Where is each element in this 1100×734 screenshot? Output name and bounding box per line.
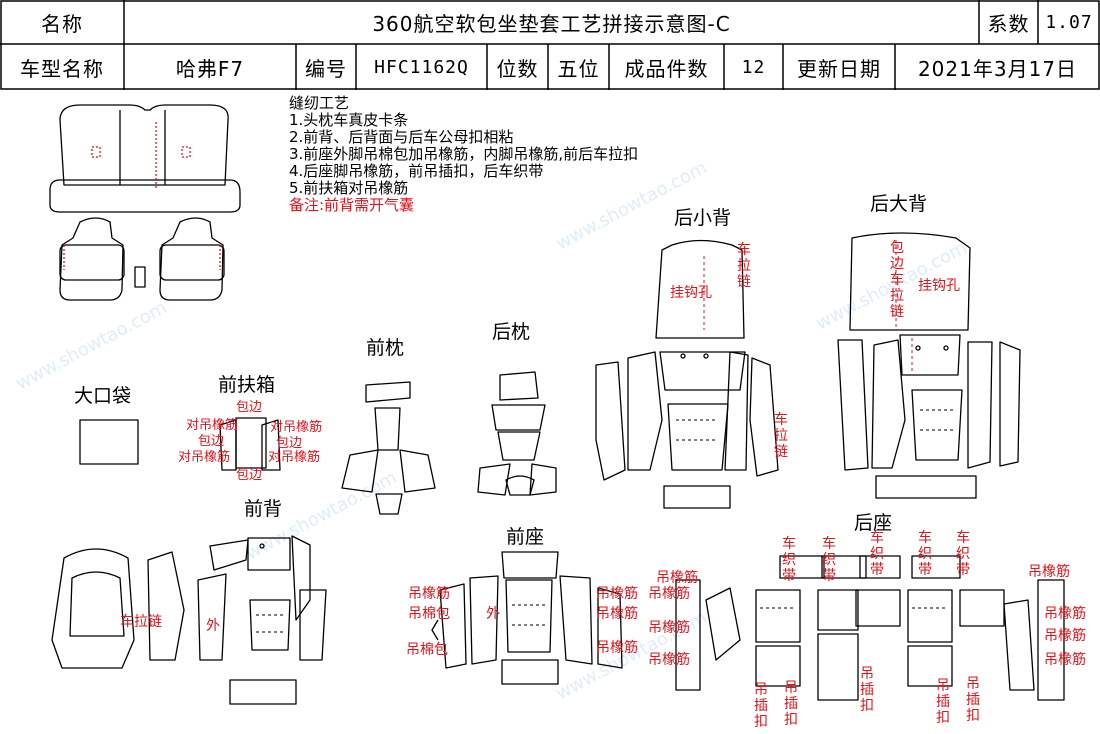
label-webbing: 车织带: [956, 530, 970, 578]
label-hang-rubber: 吊橡筋: [648, 586, 690, 602]
code-value: HFC1162Q: [374, 56, 469, 78]
label-hook-hole: 挂钩孔: [670, 285, 712, 301]
count-label: 成品件数: [624, 56, 709, 81]
label-hang-rubber: 吊橡筋: [648, 620, 690, 636]
label-buckle: 吊插扣: [936, 678, 950, 726]
title-rear-headrest: 后枕: [492, 321, 531, 343]
model-value: 哈弗F7: [175, 56, 245, 81]
title-front-seat: 前座: [506, 526, 545, 548]
label-cotton-bag: 吊棉包: [408, 606, 450, 622]
rear-big-back-pieces: [849, 232, 971, 331]
label-zipper-front-back: 车拉链: [120, 614, 162, 630]
label-webbing: 车织带: [822, 536, 836, 584]
label-hang-rubber: 吊橡筋: [1044, 628, 1086, 644]
label-hang-rubber: 吊橡筋: [596, 586, 638, 602]
pattern-diagram: www.showtao.com www.showtao.com www.show…: [0, 90, 1100, 734]
label-edge: 包边: [276, 436, 303, 451]
label-hang-rubber: 吊橡筋: [596, 606, 638, 622]
label-hang-rubber: 吊橡筋: [1044, 606, 1086, 622]
front-armrest-pieces: [219, 417, 281, 471]
title-big-pocket: 大口袋: [74, 385, 132, 407]
date-label: 更新日期: [797, 56, 881, 81]
seat-label: 位数: [496, 56, 539, 81]
note-item: 5.前扶箱对吊橡筋: [289, 179, 409, 197]
rear-small-back-assembly: [595, 351, 779, 509]
label-buckle: 吊插扣: [784, 680, 798, 728]
label-buckle: 吊插扣: [754, 682, 768, 730]
label-hang-rubber: 吊橡筋: [656, 570, 698, 586]
label-hang-rubber: 吊橡筋: [1044, 652, 1086, 668]
title-front-armrest: 前扶箱: [218, 374, 276, 396]
label-cotton-bag: 吊棉包: [406, 642, 448, 658]
label-webbing: 车织带: [870, 530, 884, 578]
label-hang-rubber: 吊橡筋: [648, 652, 690, 668]
name-label: 名称: [41, 11, 83, 36]
code-label: 编号: [305, 56, 347, 81]
header-grid: [0, 0, 1100, 90]
front-seat-pieces: [431, 551, 623, 685]
seat-value: 五位: [557, 56, 600, 81]
title-rear-small-back: 后小背: [674, 207, 732, 229]
label-edge: 包边: [236, 400, 263, 415]
date-value: 2021年3月17日: [917, 56, 1078, 81]
note-item: 2.前背、后背面与后车公母扣相粘: [289, 128, 514, 146]
front-seat-preview: [59, 217, 225, 301]
label-outer: 外: [486, 606, 500, 622]
svg-text:www.showtao.com: www.showtao.com: [12, 297, 170, 394]
title-rear-seat: 后座: [854, 512, 893, 534]
rear-seat-preview: [49, 104, 241, 213]
label-hang-rubber: 吊橡筋: [1028, 564, 1070, 580]
label-pair-rubber: 对吊橡筋: [186, 418, 239, 433]
rear-small-back-pieces: [655, 239, 745, 339]
title-rear-big-back: 后大背: [870, 193, 928, 215]
coef-label: 系数: [987, 11, 1030, 36]
header-table: 名称 360航空软包坐垫套工艺拼接示意图-C 系数 1.07 车型名称 哈弗F7…: [0, 0, 1100, 90]
process-notes: 缝纫工艺 1.头枕车真皮卡条 2.前背、后背面与后车公母扣相粘 3.前座外脚吊棉…: [289, 95, 638, 214]
notes-heading: 缝纫工艺: [289, 94, 350, 112]
note-item: 3.前座外脚吊棉包加吊橡筋，内脚吊橡筋,前后车拉扣: [289, 145, 639, 163]
label-pair-rubber: 对吊橡筋: [270, 420, 323, 435]
title-front-back: 前背: [244, 498, 283, 520]
label-hang-rubber: 吊橡筋: [408, 586, 450, 602]
notes-remark: 备注:前背需开气囊: [289, 196, 415, 214]
front-headrest-pieces: [341, 381, 436, 515]
big-pocket-piece: [79, 419, 139, 465]
note-item: 1.头枕车真皮卡条: [289, 111, 409, 129]
label-zipper-small-back: 车拉链: [774, 412, 788, 460]
front-back-pieces: [51, 535, 327, 705]
page-title: 360航空软包坐垫套工艺拼接示意图-C: [372, 11, 731, 36]
rear-seat-pieces: [675, 555, 1065, 701]
label-pair-rubber: 对吊橡筋: [268, 450, 321, 465]
label-webbing: 车织带: [918, 530, 932, 578]
pattern-pieces: www.showtao.com www.showtao.com www.show…: [12, 104, 1065, 705]
label-zipper: 车拉链: [737, 242, 751, 290]
label-pair-rubber: 对吊橡筋: [178, 450, 231, 465]
label-edge-zipper: 包边车拉链: [890, 240, 904, 320]
note-item: 4.后座脚吊橡筋，前吊插扣，后车织带: [289, 162, 544, 180]
coef-value: 1.07: [1045, 11, 1093, 33]
label-hang-rubber: 吊橡筋: [596, 640, 638, 656]
label-outer: 外: [206, 618, 220, 634]
model-label: 车型名称: [20, 56, 104, 81]
label-buckle: 吊插扣: [860, 666, 874, 714]
label-webbing: 车织带: [782, 536, 796, 584]
count-value: 12: [741, 56, 766, 78]
rear-big-back-assembly: [837, 334, 1021, 499]
title-front-headrest: 前枕: [366, 337, 405, 359]
label-hang-hook-hole: 挂钩孔: [918, 278, 960, 294]
label-edge: 包边: [198, 434, 225, 449]
rear-headrest-pieces: [477, 371, 557, 496]
label-buckle: 吊插扣: [966, 676, 980, 724]
label-edge: 包边: [236, 468, 263, 483]
